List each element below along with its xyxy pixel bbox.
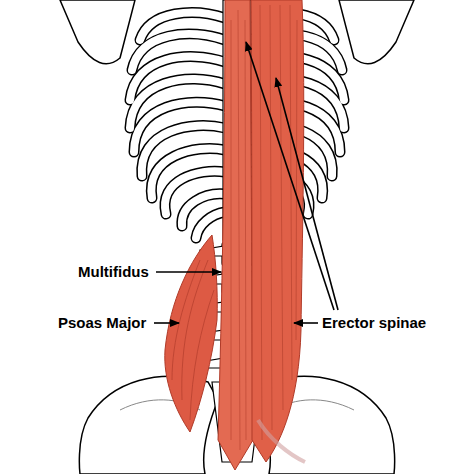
left-skeleton bbox=[60, 0, 225, 474]
muscle-label: Psoas Major bbox=[56, 314, 148, 332]
leader-arrows bbox=[154, 42, 338, 323]
right-skeleton bbox=[249, 0, 414, 474]
muscle-label: Multifidus bbox=[76, 263, 151, 281]
muscle-label: Erector spinae bbox=[320, 314, 428, 332]
muscles bbox=[165, 0, 305, 470]
